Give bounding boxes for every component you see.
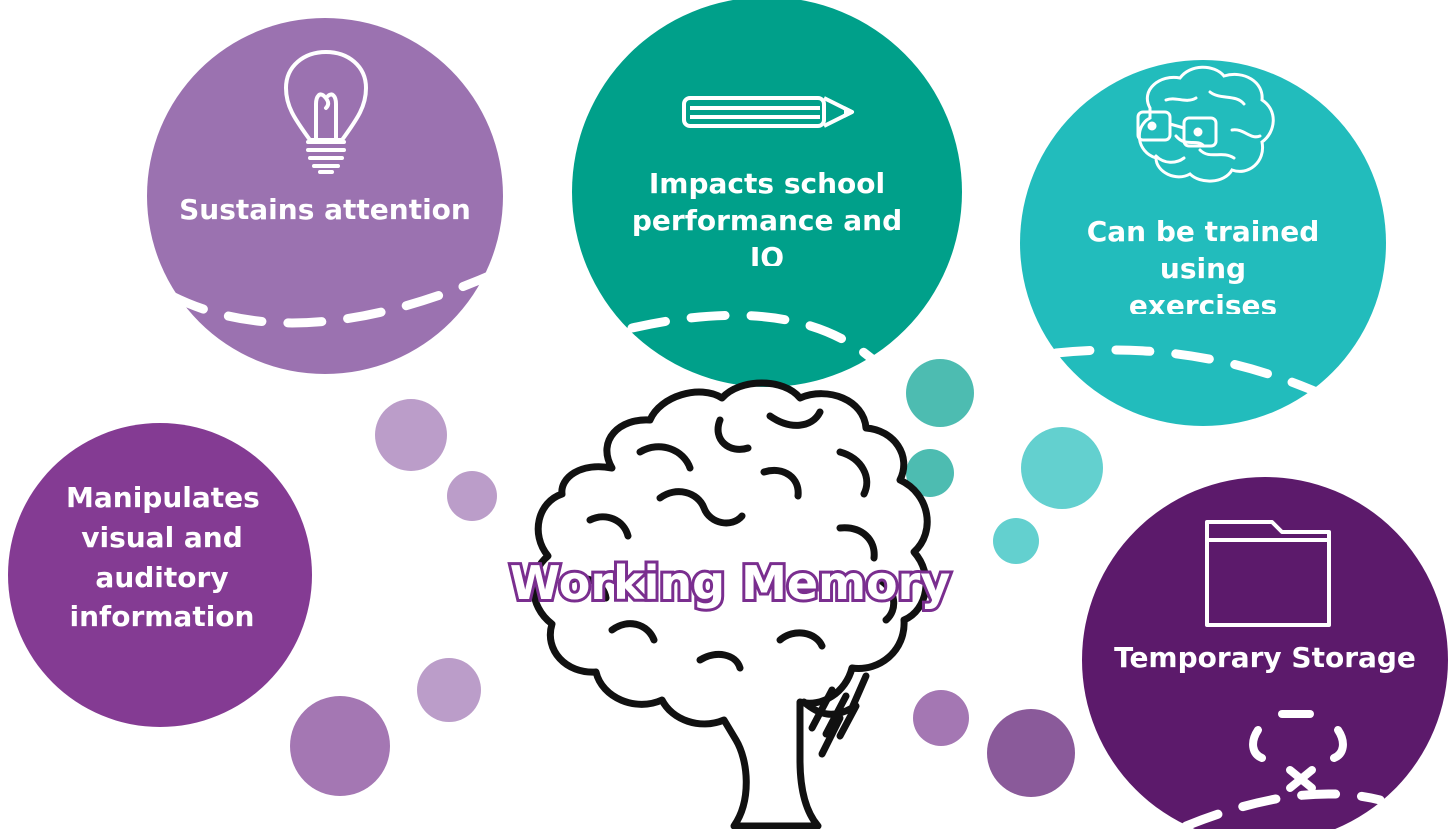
bubble-impacts-school bbox=[572, 0, 962, 387]
dot bbox=[447, 471, 497, 521]
bubble-can-be-trained bbox=[1020, 60, 1386, 426]
dot bbox=[1021, 427, 1103, 509]
bubble-label-storage: Temporary Storage bbox=[1114, 641, 1416, 674]
dashed-curve bbox=[167, 267, 503, 328]
dashed-curve bbox=[627, 310, 885, 371]
bubble-sustains-attention bbox=[147, 18, 503, 374]
lightbulb-icon bbox=[284, 50, 368, 174]
dot bbox=[290, 696, 390, 796]
dashed-doodle bbox=[1249, 710, 1347, 792]
bubble-temporary-storage bbox=[1082, 477, 1448, 829]
folder-icon bbox=[1205, 520, 1331, 627]
dot bbox=[375, 399, 447, 471]
bubble-label-school: Impacts school performance and IQ bbox=[631, 167, 903, 266]
dot bbox=[993, 518, 1039, 564]
dot bbox=[906, 359, 974, 427]
dot bbox=[913, 690, 969, 746]
bubble-manipulates bbox=[8, 423, 312, 727]
dot bbox=[987, 709, 1075, 797]
bubble-label-manipulates: Manipulates visual and auditory informat… bbox=[66, 481, 260, 634]
page-title: Working Memory bbox=[507, 556, 954, 613]
bubble-label-attention: Sustains attention bbox=[179, 193, 471, 226]
brain-glasses-icon bbox=[1136, 65, 1275, 183]
dashed-curve bbox=[1181, 789, 1385, 829]
bubble-label-trained: Can be trained using exercises bbox=[1086, 215, 1320, 314]
brain-icon bbox=[530, 379, 931, 829]
pencil-icon bbox=[682, 96, 854, 128]
dot bbox=[417, 658, 481, 722]
dashed-curve bbox=[1051, 345, 1335, 403]
dot bbox=[906, 449, 954, 497]
